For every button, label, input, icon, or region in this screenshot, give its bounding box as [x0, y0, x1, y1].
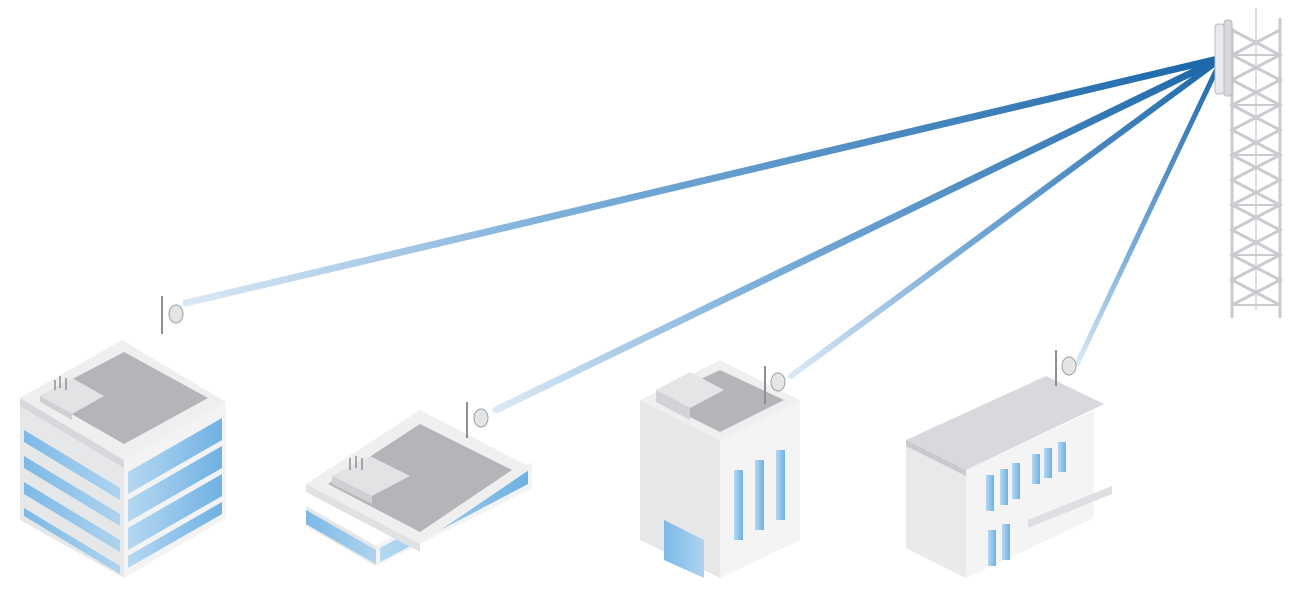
antenna-mast-icon: [161, 296, 184, 334]
tower-lattice: [1228, 8, 1284, 318]
sector-antenna-icon: [1214, 19, 1233, 97]
antenna-mast-icon: [1055, 350, 1077, 386]
client-office-tower: [20, 296, 226, 578]
link-low-office: [492, 54, 1226, 414]
link-house: [1074, 55, 1225, 367]
antenna-mast-icon: [764, 366, 786, 404]
wireless-links: [182, 54, 1226, 414]
link-office-tower: [182, 54, 1226, 307]
link-townhouse: [788, 55, 1225, 379]
client-house: [906, 350, 1112, 578]
base-station-tower: [1214, 8, 1284, 318]
client-low-office: [306, 402, 532, 566]
antenna-mast-icon: [466, 402, 489, 438]
client-townhouse: [640, 360, 800, 578]
